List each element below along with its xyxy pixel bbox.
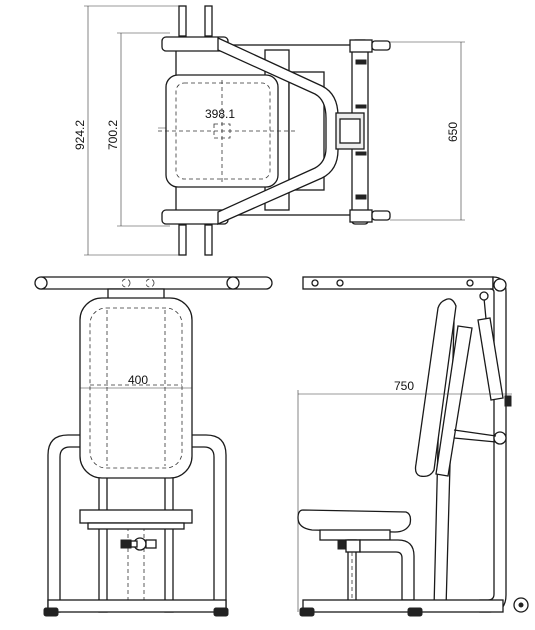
front-foot-right	[213, 607, 229, 617]
front-adjust-pin	[120, 539, 132, 549]
side-base	[302, 599, 504, 613]
side-seat-knob	[337, 540, 347, 550]
dim-top-overall	[84, 5, 180, 256]
side-view	[297, 276, 529, 617]
side-bar-hole-1	[311, 279, 319, 287]
dim-top-side	[390, 41, 465, 221]
bottom-post-right	[204, 224, 213, 256]
dim-side-depth	[297, 390, 512, 612]
label-top-side-depth: 650	[446, 122, 460, 142]
top-rail-cap-upper	[349, 39, 373, 53]
side-curved-support	[359, 539, 415, 601]
side-cylinder-joint	[479, 291, 489, 301]
side-cylinder-clip	[504, 395, 512, 407]
top-pivot-inner	[339, 118, 361, 144]
front-bar-end-right	[226, 276, 240, 290]
top-rail-knob-upper	[371, 40, 391, 51]
side-back-pad	[414, 298, 457, 478]
top-rail-knob-lower	[371, 210, 391, 221]
front-seat	[79, 509, 193, 524]
label-side-depth: 750	[394, 379, 414, 393]
top-view	[84, 5, 465, 256]
front-adjust-collar	[130, 540, 138, 548]
side-pivot-top	[493, 278, 507, 292]
side-bar-hole-2	[336, 279, 344, 287]
side-bar-hole-3	[466, 279, 474, 287]
front-base	[47, 599, 227, 613]
top-rail-cap-lower	[349, 209, 373, 223]
side-top-bar	[302, 276, 494, 290]
front-seat-base	[87, 522, 185, 530]
top-seat-hidden	[175, 82, 271, 180]
top-seat-center	[213, 123, 231, 139]
top-u-arm	[217, 36, 339, 225]
bottom-post-left	[178, 224, 187, 256]
front-column-left	[98, 469, 108, 613]
side-back-pad-support	[435, 325, 473, 477]
top-post-left	[178, 5, 187, 37]
front-column-right	[164, 469, 174, 613]
side-pivot-mid	[493, 431, 507, 445]
front-bar-end-left	[34, 276, 48, 290]
front-foot-left	[43, 607, 59, 617]
top-rail-mark-1	[355, 59, 367, 65]
dim-top-inner	[117, 32, 170, 227]
top-rail-mark-4	[355, 194, 367, 200]
top-rail-mark-3	[355, 151, 367, 156]
label-top-inner-length: 700.2	[106, 120, 120, 150]
label-top-seat-width: 398.1	[205, 107, 235, 121]
top-post-right	[204, 5, 213, 37]
side-foot-front	[299, 607, 315, 617]
label-top-overall-length: 924.2	[73, 120, 87, 150]
side-seat-base	[319, 529, 391, 541]
side-seat	[297, 509, 412, 533]
side-foot-mid	[407, 607, 423, 617]
side-seat-collar	[345, 539, 361, 553]
front-adjust-cap	[145, 539, 157, 549]
label-front-seat-width: 400	[128, 373, 148, 387]
top-rail-mark-2	[355, 104, 367, 109]
side-wheel-hub	[518, 602, 524, 608]
front-view	[34, 276, 273, 617]
